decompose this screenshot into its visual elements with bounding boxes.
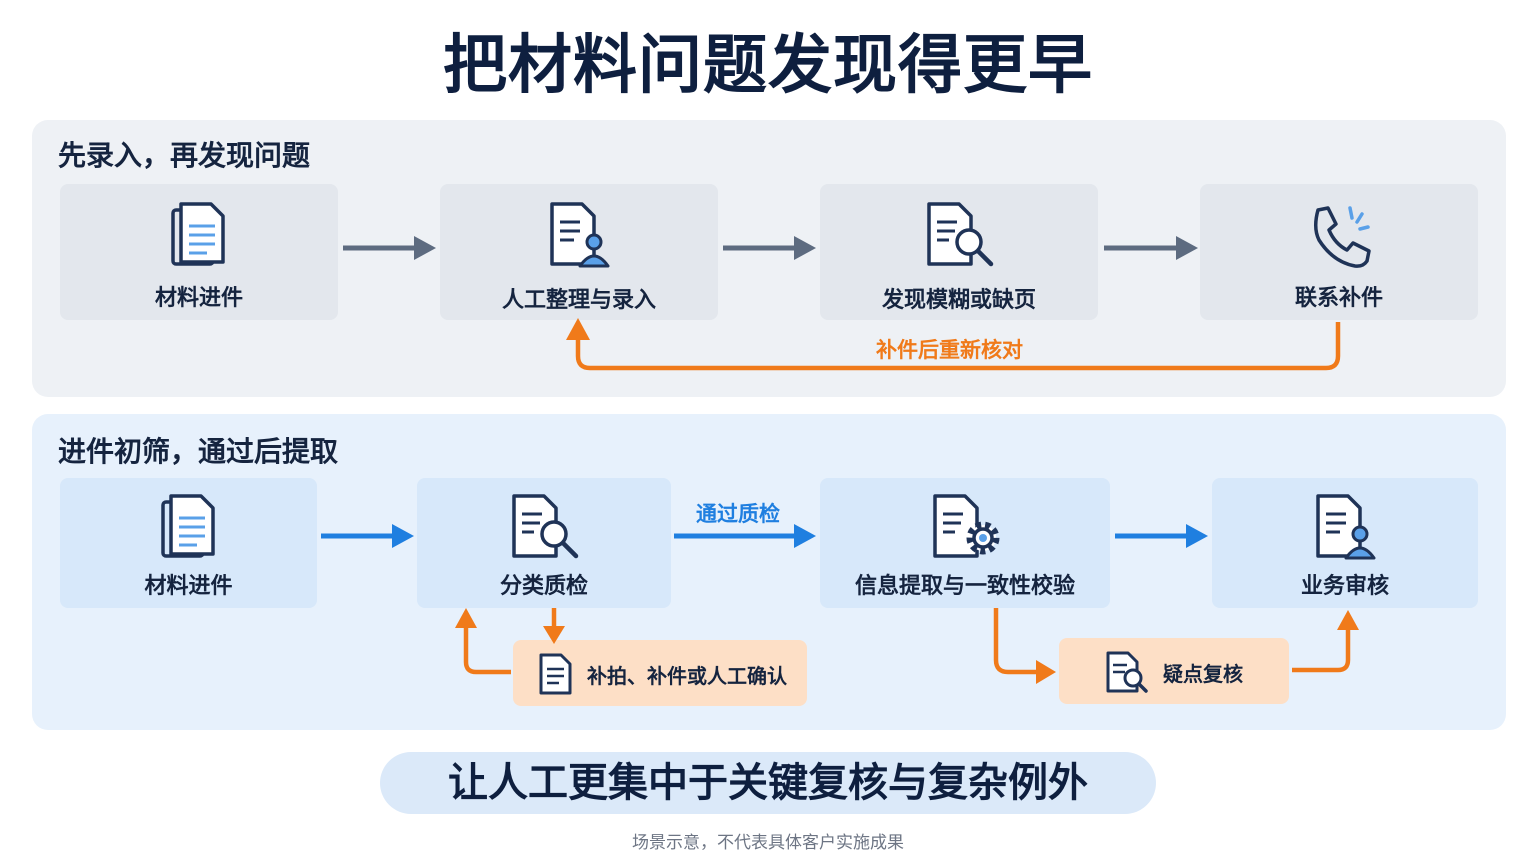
document-stack-icon bbox=[157, 492, 221, 566]
footnote: 场景示意，不代表具体客户实施成果 bbox=[632, 833, 904, 853]
bottom-step-intake-label: 材料进件 bbox=[144, 574, 233, 599]
sub-step-resubmit: 补拍、补件或人工确认 bbox=[513, 640, 807, 706]
document-stack-icon bbox=[167, 200, 231, 274]
sub-step-doubt-review: 疑点复核 bbox=[1059, 638, 1289, 704]
document-search-icon bbox=[1103, 650, 1149, 699]
document-search-icon bbox=[506, 492, 582, 566]
bottom-step-extract-verify-label: 信息提取与一致性校验 bbox=[854, 574, 1075, 599]
bottom-step-classify-qc-label: 分类质检 bbox=[499, 574, 588, 599]
sub-step-doubt-review-label: 疑点复核 bbox=[1163, 662, 1243, 686]
top-step-contact-label: 联系补件 bbox=[1294, 286, 1383, 311]
summary-pill: 让人工更集中于关键复核与复杂例外 bbox=[380, 752, 1156, 814]
document-gear-icon bbox=[927, 492, 1003, 566]
recheck-loop-label: 补件后重新核对 bbox=[876, 338, 1023, 362]
bottom-step-business-review: 业务审核 bbox=[1212, 478, 1478, 608]
top-step-contact: 联系补件 bbox=[1200, 184, 1478, 320]
document-user-icon bbox=[1310, 492, 1380, 566]
top-panel-label: 先录入，再发现问题 bbox=[58, 139, 311, 172]
top-step-find-issues: 发现模糊或缺页 bbox=[820, 184, 1098, 320]
sub-step-resubmit-label: 补拍、补件或人工确认 bbox=[587, 664, 787, 688]
top-step-intake: 材料进件 bbox=[60, 184, 338, 320]
bottom-step-business-review-label: 业务审核 bbox=[1300, 574, 1389, 599]
document-user-icon bbox=[544, 200, 614, 274]
document-search-icon bbox=[921, 200, 997, 274]
bottom-panel-label: 进件初筛，通过后提取 bbox=[58, 435, 339, 468]
top-step-manual-entry: 人工整理与录入 bbox=[440, 184, 718, 320]
pass-qc-label: 通过质检 bbox=[696, 502, 780, 526]
bottom-step-intake: 材料进件 bbox=[60, 478, 317, 608]
top-step-intake-label: 材料进件 bbox=[154, 286, 243, 311]
top-step-find-issues-label: 发现模糊或缺页 bbox=[881, 288, 1036, 313]
page-title: 把材料问题发现得更早 bbox=[443, 29, 1093, 103]
bottom-step-extract-verify: 信息提取与一致性校验 bbox=[820, 478, 1110, 608]
phone-ringing-icon bbox=[1304, 202, 1374, 274]
document-icon bbox=[535, 652, 575, 701]
bottom-step-classify-qc: 分类质检 bbox=[417, 478, 671, 608]
top-step-manual-entry-label: 人工整理与录入 bbox=[501, 288, 656, 313]
